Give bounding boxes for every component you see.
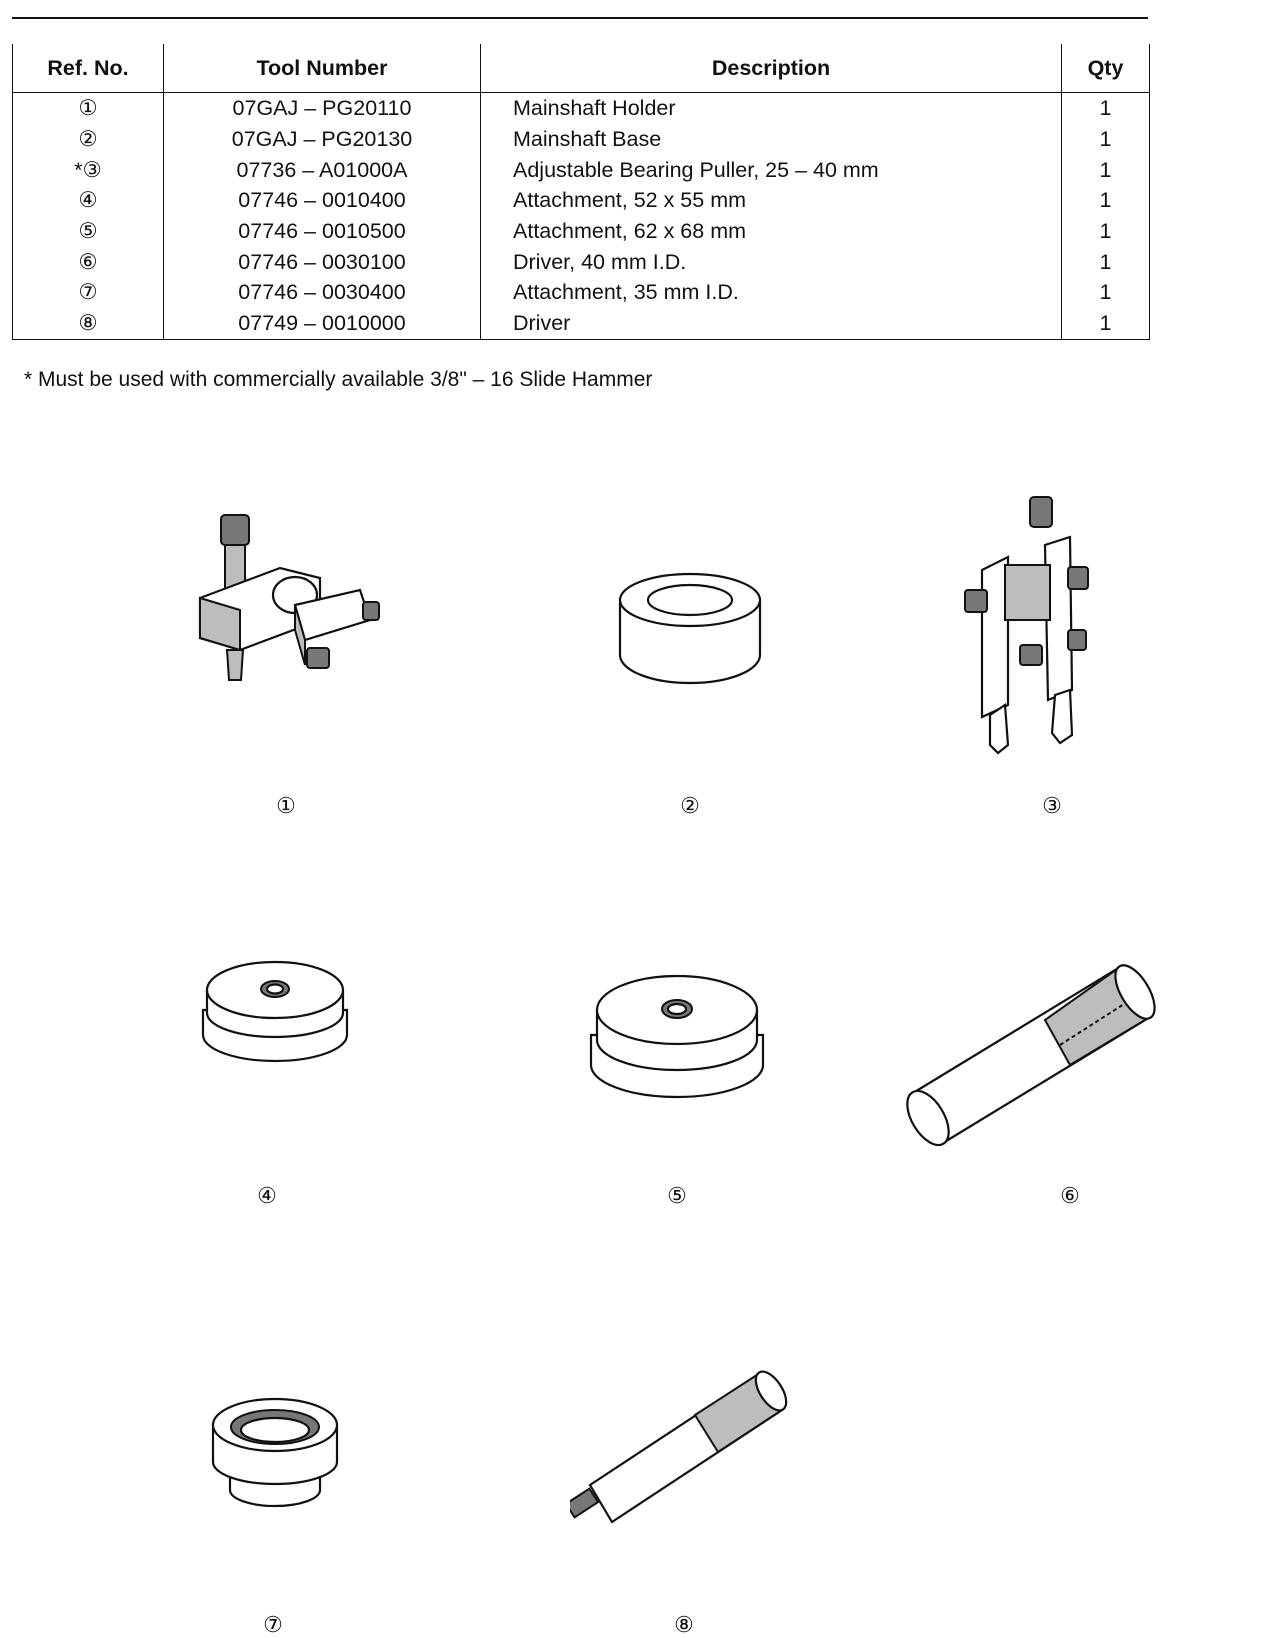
tool-number-cell: 07736 – A01000A <box>163 154 481 186</box>
table-header-row: Ref. No. Tool Number Description Qty <box>12 44 1150 93</box>
tool-number-cell: 07746 – 0030400 <box>163 277 481 308</box>
qty-cell: 1 <box>1061 277 1150 308</box>
col-header-ref: Ref. No. <box>12 44 164 93</box>
qty-cell: 1 <box>1061 307 1150 340</box>
tool-number-cell: 07GAJ – PG20130 <box>163 123 481 155</box>
figure-label: ④ <box>257 1183 277 1208</box>
mainshaft-base-illustration <box>618 572 762 685</box>
tool-number-cell: 07746 – 0030100 <box>163 246 481 278</box>
col-header-qty: Qty <box>1061 44 1150 93</box>
tool-number-cell: 07GAJ – PG20110 <box>163 92 481 124</box>
mainshaft-holder-illustration <box>198 514 380 681</box>
qty-cell: 1 <box>1061 92 1150 124</box>
figure-label: ③ <box>1042 793 1062 818</box>
table-row: *③ 07736 – A01000A Adjustable Bearing Pu… <box>12 154 1150 186</box>
tool-number-cell: 07746 – 0010400 <box>163 185 481 216</box>
table-row: ⑧ 07749 – 0010000 Driver 1 <box>12 307 1150 340</box>
description-cell: Driver, 40 mm I.D. <box>480 246 1062 278</box>
table-row: ⑤ 07746 – 0010500 Attachment, 62 x 68 mm… <box>12 215 1150 247</box>
ref-cell: ⑤ <box>12 215 164 247</box>
description-cell: Adjustable Bearing Puller, 25 – 40 mm <box>480 154 1062 186</box>
qty-cell: 1 <box>1061 123 1150 155</box>
table-row: ① 07GAJ – PG20110 Mainshaft Holder 1 <box>12 92 1150 124</box>
description-cell: Attachment, 52 x 55 mm <box>480 185 1062 216</box>
figure-label: ② <box>680 793 700 818</box>
description-cell: Driver <box>480 307 1062 340</box>
tool-number-cell: 07749 – 0010000 <box>163 307 481 340</box>
figure-label: ⑦ <box>263 1612 283 1637</box>
description-cell: Mainshaft Base <box>480 123 1062 155</box>
figure-label: ⑥ <box>1060 1183 1080 1208</box>
ref-cell: ⑧ <box>12 307 164 340</box>
footnote: * Must be used with commercially availab… <box>24 368 653 391</box>
col-header-tool-number: Tool Number <box>163 44 481 93</box>
description-cell: Attachment, 62 x 68 mm <box>480 215 1062 247</box>
ref-cell: ① <box>12 92 164 124</box>
figure-label: ⑤ <box>667 1183 687 1208</box>
top-rule <box>12 17 1148 19</box>
attachment-35mm-illustration <box>211 1397 339 1508</box>
ref-cell: ② <box>12 123 164 155</box>
tool-table: Ref. No. Tool Number Description Qty ① 0… <box>12 44 1150 340</box>
attachment-62x68-illustration <box>589 974 765 1099</box>
table-row: ② 07GAJ – PG20130 Mainshaft Base 1 <box>12 123 1150 155</box>
ref-cell: ⑦ <box>12 277 164 308</box>
qty-cell: 1 <box>1061 246 1150 278</box>
qty-cell: 1 <box>1061 185 1150 216</box>
tool-number-cell: 07746 – 0010500 <box>163 215 481 247</box>
col-header-description: Description <box>480 44 1062 93</box>
driver-illustration <box>570 1370 788 1524</box>
table-row: ④ 07746 – 0010400 Attachment, 52 x 55 mm… <box>12 185 1150 216</box>
ref-cell: ⑥ <box>12 246 164 278</box>
ref-cell: ④ <box>12 185 164 216</box>
qty-cell: 1 <box>1061 154 1150 186</box>
ref-cell: *③ <box>12 154 164 186</box>
qty-cell: 1 <box>1061 215 1150 247</box>
table-row: ⑥ 07746 – 0030100 Driver, 40 mm I.D. 1 <box>12 246 1150 278</box>
figure-label: ⑧ <box>674 1612 694 1637</box>
attachment-52x55-illustration <box>201 960 349 1063</box>
description-cell: Attachment, 35 mm I.D. <box>480 277 1062 308</box>
figure-label: ① <box>276 793 296 818</box>
bearing-puller-illustration <box>964 496 1089 755</box>
driver-40mm-illustration <box>906 964 1156 1147</box>
table-row: ⑦ 07746 – 0030400 Attachment, 35 mm I.D.… <box>12 277 1150 308</box>
description-cell: Mainshaft Holder <box>480 92 1062 124</box>
